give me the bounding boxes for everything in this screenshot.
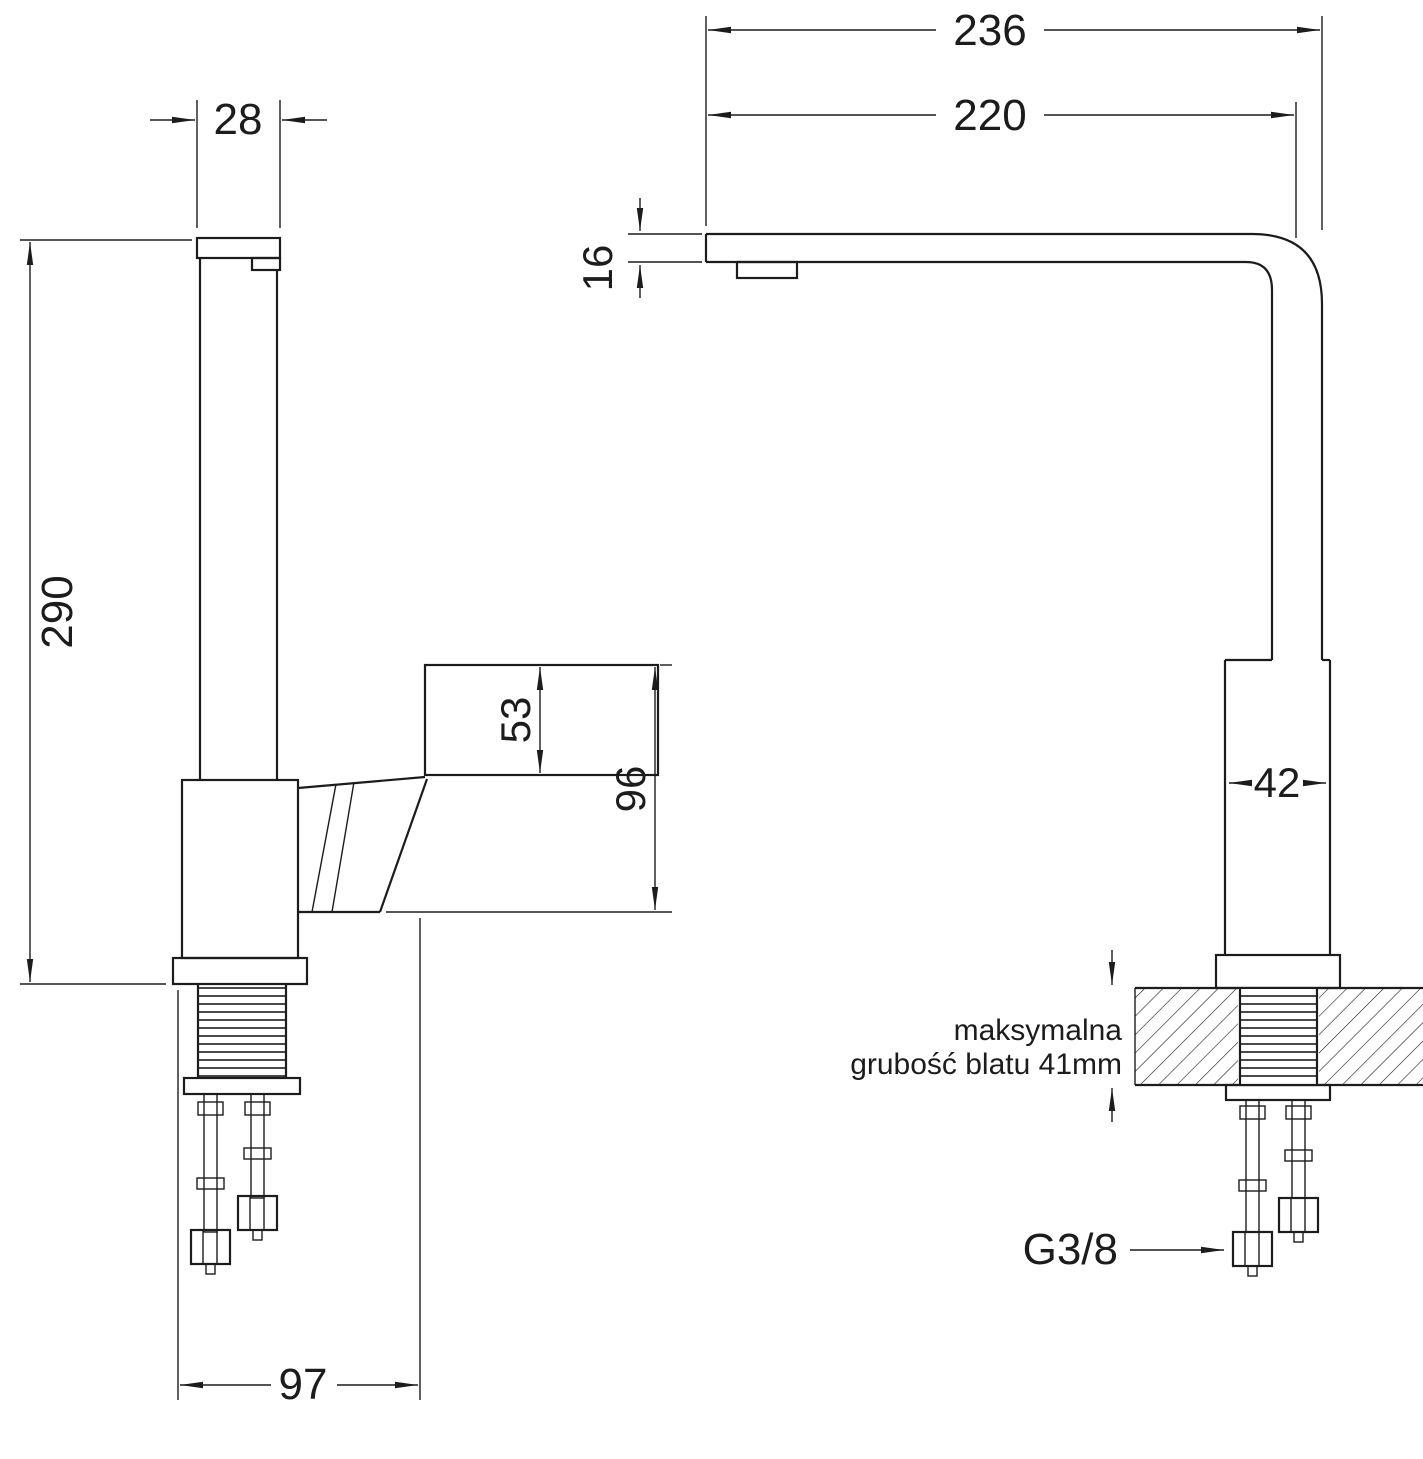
- label-backing: [936, 6, 1044, 52]
- lever-slant-edge: [378, 778, 429, 913]
- body-column-front: [1214, 658, 1342, 990]
- stud-rod-left: [1245, 1099, 1260, 1233]
- faucet-body-side: [180, 778, 300, 960]
- lever-top-edge: [297, 775, 426, 790]
- spout-outer-edge: [706, 232, 1324, 660]
- dimension-lever-height: 96: [386, 664, 672, 913]
- dim-290-label: 290: [33, 575, 82, 648]
- thread-size-label: G3/8: [1023, 1225, 1118, 1274]
- mounting-studs-side: [189, 1093, 279, 1275]
- shank-washer: [1224, 1083, 1332, 1102]
- dim-42-label: 42: [1254, 759, 1301, 806]
- handle-lever: [297, 663, 660, 914]
- label-backing: [271, 1361, 337, 1407]
- mounting-studs-front: [1231, 1099, 1320, 1277]
- countertop-thickness-note: maksymalna grubość blatu 41mm: [850, 950, 1122, 1122]
- dimension-body-width: 42: [1229, 759, 1326, 806]
- dim-96-label: 96: [607, 766, 654, 813]
- stud-washer-right: [243, 1147, 272, 1160]
- lever-inner-line-1: [311, 783, 337, 913]
- threaded-shank-side: [182, 984, 302, 1096]
- dimension-total-height: 290: [20, 239, 192, 985]
- thread-hatch: [1240, 990, 1317, 1083]
- dimension-overall-reach: 236: [705, 6, 1323, 230]
- stud-washer-right: [1284, 1149, 1313, 1162]
- stud-locknut-right: [1285, 1105, 1312, 1120]
- stud-rod-right: [250, 1093, 265, 1199]
- stud-rod-left: [203, 1093, 218, 1233]
- threaded-shank-front: [1224, 988, 1332, 1102]
- front-view: 236 220 16 42 maksymalna grub: [574, 6, 1423, 1277]
- dim-236-label: 236: [953, 6, 1026, 55]
- stud-washer-left: [196, 1177, 225, 1190]
- dim-220-label: 220: [953, 91, 1026, 140]
- spout-front: [704, 232, 1324, 660]
- stud-rod-right: [1291, 1099, 1306, 1199]
- aerator: [735, 260, 799, 280]
- thread-hatch: [198, 986, 286, 1078]
- side-view: 28 290 53 96 97: [20, 95, 672, 1409]
- spout-inner-edge: [706, 260, 1274, 660]
- lever-inner-line-2: [331, 781, 355, 913]
- handle-bar: [423, 663, 660, 777]
- hex-nut-right: [1277, 1196, 1320, 1243]
- thread-callout: G3/8: [1023, 1225, 1224, 1274]
- counter-note-line2: grubość blatu 41mm: [850, 1048, 1122, 1081]
- dim-53-label: 53: [492, 697, 539, 744]
- dimension-base-depth: 97: [177, 918, 421, 1409]
- counter-note-line1: maksymalna: [954, 1014, 1123, 1047]
- base-flange-front: [1214, 953, 1342, 990]
- base-flange-side: [171, 956, 309, 986]
- hex-nut-left: [189, 1228, 232, 1275]
- dim-28-label: 28: [214, 95, 263, 144]
- dim-97-label: 97: [279, 1360, 328, 1409]
- stud-washer-left: [1238, 1179, 1267, 1192]
- dimension-spout-width: 28: [150, 95, 327, 228]
- dimension-spout-reach: 220: [708, 91, 1297, 238]
- hex-nut-right: [236, 1194, 279, 1241]
- spout-cap: [195, 236, 282, 260]
- label-backing: [936, 91, 1044, 137]
- dim-16-label: 16: [574, 245, 621, 292]
- stud-locknut-left: [197, 1101, 224, 1116]
- dimension-handle-height: 53: [492, 667, 544, 773]
- dimension-spout-thickness: 16: [574, 198, 702, 298]
- stud-locknut-left: [1239, 1105, 1266, 1120]
- stud-locknut-right: [244, 1101, 271, 1116]
- shank-washer: [182, 1076, 302, 1096]
- hex-nut-left: [1231, 1230, 1274, 1277]
- spout-cap-step: [250, 256, 282, 272]
- spout-column-side: [195, 236, 282, 780]
